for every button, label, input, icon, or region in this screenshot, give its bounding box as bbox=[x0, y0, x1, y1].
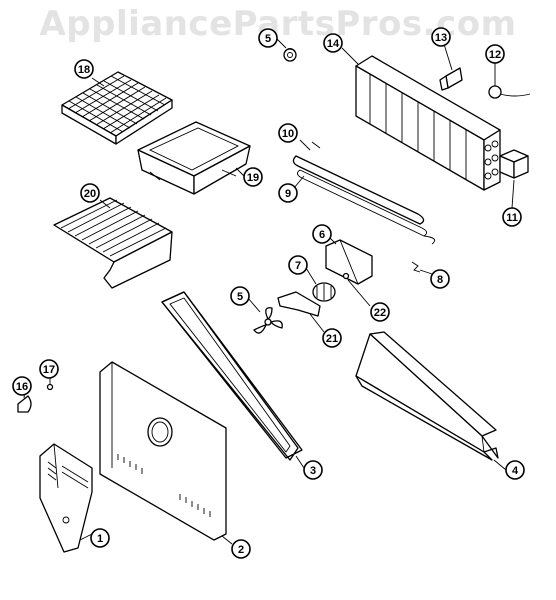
air-duct bbox=[39, 443, 93, 553]
rear-panel bbox=[99, 361, 227, 541]
part-22 bbox=[342, 272, 350, 280]
svg-text:21: 21 bbox=[326, 333, 338, 345]
callout-17: 17 bbox=[39, 359, 59, 379]
callout-18: 18 bbox=[74, 59, 94, 79]
thermostat-12 bbox=[488, 85, 531, 99]
callout-6: 6 bbox=[312, 224, 332, 244]
callout-20: 20 bbox=[80, 183, 100, 203]
svg-text:11: 11 bbox=[506, 212, 518, 224]
evaporator bbox=[355, 55, 501, 191]
callout-5-middle: 5 bbox=[230, 286, 250, 306]
svg-text:18: 18 bbox=[78, 64, 90, 76]
svg-text:3: 3 bbox=[310, 465, 316, 477]
callout-8: 8 bbox=[430, 269, 450, 289]
callout-11: 11 bbox=[502, 207, 522, 227]
ice-tray-grid bbox=[61, 71, 173, 145]
motor-bracket bbox=[277, 291, 321, 317]
screw-17 bbox=[46, 383, 54, 391]
gasket-seal bbox=[161, 291, 303, 461]
svg-text:4: 4 bbox=[512, 465, 519, 477]
callout-16: 16 bbox=[12, 376, 32, 396]
fan-blade-top bbox=[283, 48, 297, 62]
svg-text:14: 14 bbox=[327, 38, 340, 50]
callout-14: 14 bbox=[323, 33, 343, 53]
connector-block bbox=[499, 149, 529, 179]
svg-text:13: 13 bbox=[435, 32, 447, 44]
callout-5-top: 5 bbox=[258, 28, 278, 48]
callout-1: 1 bbox=[90, 528, 110, 548]
callout-19: 19 bbox=[243, 167, 263, 187]
svg-text:5: 5 bbox=[237, 291, 243, 303]
fan-blade-middle bbox=[253, 307, 283, 334]
fan-motor bbox=[312, 282, 336, 302]
ice-bin bbox=[137, 121, 251, 195]
svg-text:7: 7 bbox=[295, 260, 301, 272]
svg-text:19: 19 bbox=[247, 172, 259, 184]
callout-9: 9 bbox=[278, 183, 298, 203]
svg-text:6: 6 bbox=[319, 229, 325, 241]
svg-text:16: 16 bbox=[16, 381, 28, 393]
svg-text:10: 10 bbox=[282, 128, 294, 140]
callout-4: 4 bbox=[505, 460, 525, 480]
svg-text:8: 8 bbox=[437, 274, 443, 286]
knob-16 bbox=[17, 395, 32, 413]
clip-8 bbox=[411, 261, 421, 273]
svg-text:2: 2 bbox=[238, 544, 244, 556]
svg-text:12: 12 bbox=[489, 49, 501, 61]
svg-text:22: 22 bbox=[374, 307, 386, 319]
callout-10: 10 bbox=[278, 123, 298, 143]
bracket-13 bbox=[439, 67, 463, 91]
callout-2: 2 bbox=[231, 539, 251, 559]
svg-text:1: 1 bbox=[97, 533, 103, 545]
callout-7: 7 bbox=[288, 255, 308, 275]
defrost-heater bbox=[292, 141, 436, 245]
wire-shelf bbox=[53, 197, 173, 289]
svg-text:20: 20 bbox=[84, 188, 96, 200]
callout-12: 12 bbox=[485, 44, 505, 64]
callout-3: 3 bbox=[303, 460, 323, 480]
callout-22: 22 bbox=[370, 302, 390, 322]
drip-tray bbox=[355, 331, 499, 461]
callout-21: 21 bbox=[322, 328, 342, 348]
svg-text:5: 5 bbox=[265, 33, 271, 45]
bracket-6 bbox=[325, 239, 373, 285]
svg-text:9: 9 bbox=[285, 188, 291, 200]
callout-13: 13 bbox=[431, 27, 451, 47]
svg-text:17: 17 bbox=[43, 364, 55, 376]
leader-lines bbox=[23, 37, 515, 545]
